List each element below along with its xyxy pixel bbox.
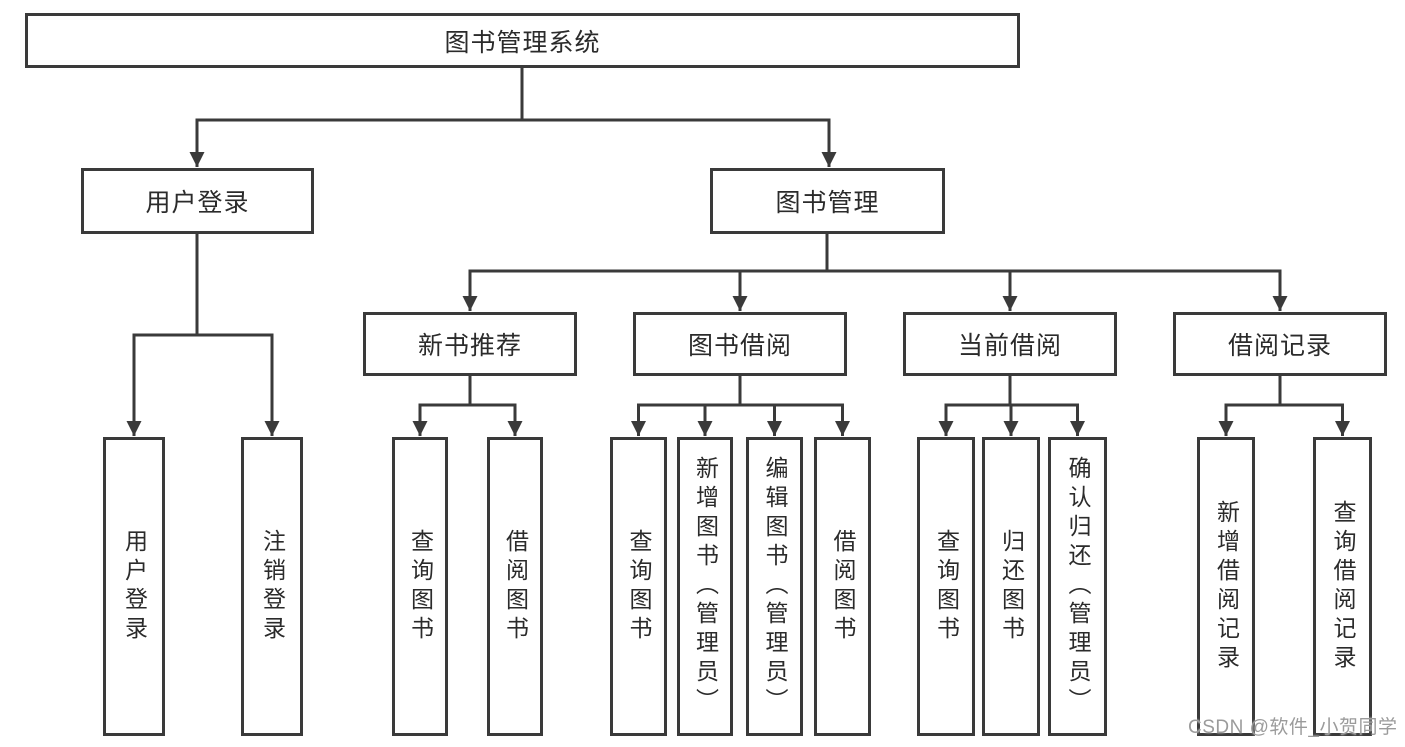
leaf-label: 新增借阅记录 [1213, 499, 1240, 674]
node-current-borrow: 当前借阅 [903, 312, 1117, 376]
node-borrow-records: 借阅记录 [1173, 312, 1387, 376]
node-library-management-system: 图书管理系统 [25, 13, 1020, 68]
leaf-label: 注销登录 [259, 528, 286, 645]
leaf-add-borrow-record: 新增借阅记录 [1197, 437, 1255, 736]
node-label: 当前借阅 [957, 332, 1062, 360]
leaf-label: 借阅图书 [830, 528, 856, 645]
node-label: 图书借阅 [687, 332, 792, 360]
leaf-label: 查询图书 [933, 528, 960, 645]
csdn-watermark: CSDN @软件_小贺同学 [1188, 717, 1398, 738]
leaf-borrow-books-recommend: 借阅图书 [487, 437, 543, 736]
node-book-borrow: 图书借阅 [633, 312, 847, 376]
leaf-borrow-books: 借阅图书 [814, 437, 871, 736]
node-label: 新书推荐 [417, 332, 522, 360]
leaf-query-books-current: 查询图书 [917, 437, 975, 736]
leaf-user-login: 用户登录 [103, 437, 165, 736]
node-label: 用户登录 [145, 189, 250, 217]
node-label: 借阅记录 [1227, 332, 1332, 360]
leaf-label: 借阅图书 [502, 528, 529, 645]
node-label: 图书管理 [775, 189, 880, 217]
leaf-query-borrow-record: 查询借阅记录 [1313, 437, 1372, 736]
leaf-logout: 注销登录 [241, 437, 303, 736]
leaf-label: 新增图书（管理员） [692, 456, 719, 717]
leaf-label: 查询借阅记录 [1330, 499, 1356, 674]
node-book-management: 图书管理 [710, 168, 945, 234]
leaf-query-books-borrow: 查询图书 [610, 437, 667, 736]
leaf-label: 确认归还（管理员） [1065, 456, 1091, 717]
leaf-label: 用户登录 [121, 528, 148, 645]
leaf-label: 归还图书 [998, 528, 1025, 645]
node-label: 图书管理系统 [444, 28, 601, 57]
leaf-label: 查询图书 [626, 528, 652, 645]
node-new-book-recommend: 新书推荐 [363, 312, 577, 376]
leaf-query-books-recommend: 查询图书 [392, 437, 448, 736]
leaf-add-books-admin: 新增图书（管理员） [677, 437, 733, 736]
leaf-confirm-return-admin: 确认归还（管理员） [1048, 437, 1107, 736]
leaf-edit-books-admin: 编辑图书（管理员） [746, 437, 803, 736]
leaf-label: 查询图书 [407, 528, 434, 645]
leaf-return-books: 归还图书 [982, 437, 1040, 736]
leaf-label: 编辑图书（管理员） [762, 456, 788, 717]
node-user-login: 用户登录 [81, 168, 314, 234]
